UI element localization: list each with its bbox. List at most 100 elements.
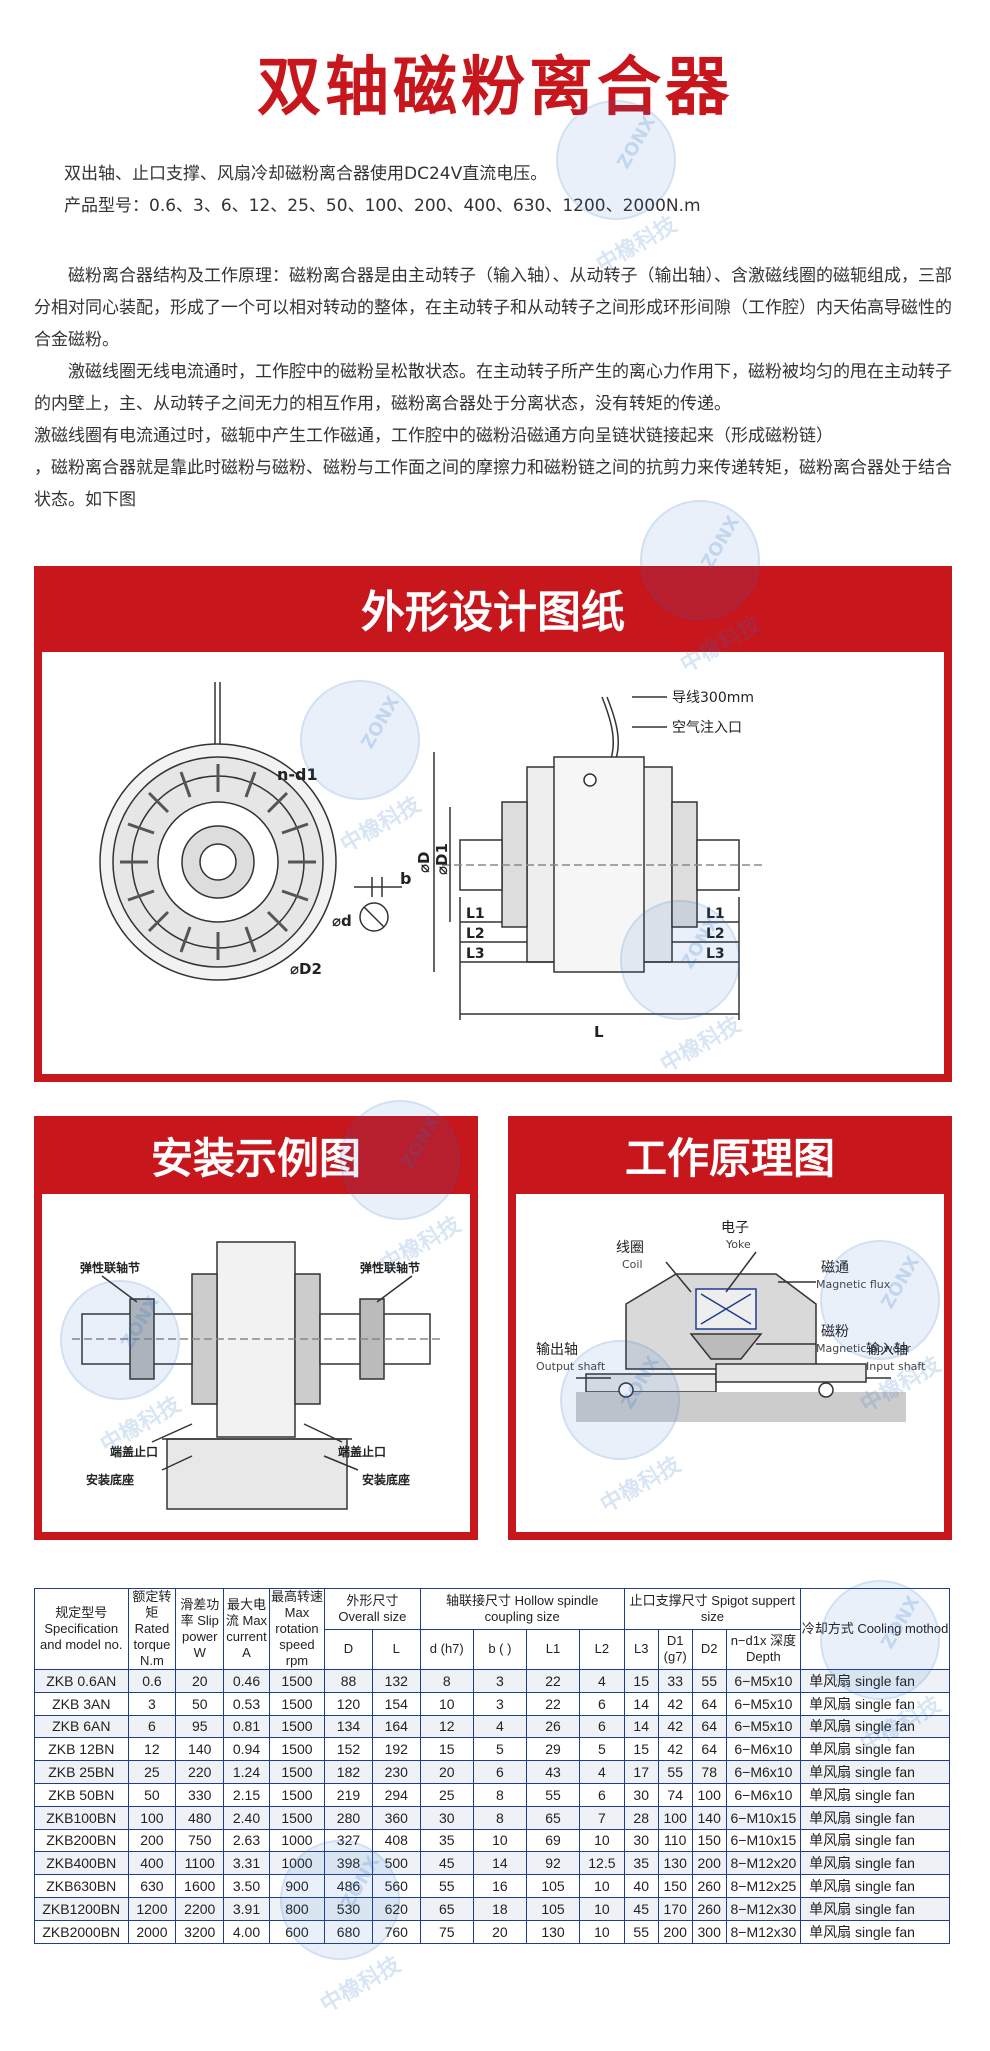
table-cell: 64 — [691, 1714, 727, 1739]
table-cell: 14 — [472, 1851, 527, 1876]
table-cell: 105 — [525, 1896, 581, 1921]
table-cell: 220 — [175, 1760, 225, 1784]
description-paragraph: 激磁线圈无线电流通时，工作腔中的磁粉呈松散状态。在主动转子所产生的离心力作用下，… — [34, 362, 952, 414]
header-L2: L2 — [579, 1628, 625, 1670]
table-cell: 5 — [579, 1737, 625, 1762]
design-drawing-title: 外形设计图纸 — [42, 574, 944, 652]
table-cell: 500 — [371, 1851, 421, 1876]
table-cell: 600 — [268, 1919, 326, 1944]
table-cell: 20 — [472, 1919, 527, 1944]
table-cell: 单风扇 single fan — [800, 1919, 950, 1944]
table-cell: 8−M12x30 — [725, 1919, 802, 1944]
table-cell: 1500 — [268, 1714, 326, 1739]
table-cell: 74 — [657, 1782, 693, 1807]
intro: 双出轴、止口支撑、风扇冷却磁粉离合器使用DC24V直流电压。 产品型号：0.6、… — [64, 158, 944, 222]
header-speed: 最高转速 Max rotation speed rpm — [268, 1588, 326, 1670]
side-view — [433, 696, 762, 1020]
watermark-en: ZONX — [697, 512, 745, 573]
table-cell: 230 — [371, 1760, 421, 1784]
table-cell: 140 — [691, 1805, 727, 1830]
table-cell: 330 — [175, 1782, 225, 1807]
label-base-left: 安装底座 — [86, 1472, 134, 1487]
label-yoke-cn: 电子 — [721, 1220, 749, 1236]
table-cell: 25 — [419, 1782, 474, 1807]
table-cell: 0.46 — [223, 1669, 270, 1693]
label-L1-left: L1 — [466, 906, 485, 922]
table-cell: 1500 — [268, 1782, 326, 1807]
install-drawing: 弹性联轴节 弹性联轴节 端盖止口 端盖止口 安装底座 安装底座 — [42, 1194, 470, 1532]
table-cell: 1500 — [268, 1691, 326, 1716]
table-cell: 3 — [472, 1669, 527, 1693]
table-cell: 6 — [127, 1714, 177, 1739]
table-cell: 0.6 — [127, 1669, 177, 1693]
header-L1: L1 — [525, 1628, 581, 1670]
label-d: ⌀d — [332, 912, 352, 930]
table-cell: 6−M6x10 — [725, 1760, 802, 1784]
table-cell: 55 — [419, 1874, 474, 1898]
table-cell: 2000 — [127, 1919, 177, 1944]
table-cell: 6−M5x10 — [725, 1669, 802, 1693]
header-spigot: 止口支撑尺寸 Spigot suppert size — [623, 1588, 802, 1630]
table-cell: 120 — [324, 1691, 373, 1716]
table-cell: 6 — [579, 1714, 625, 1739]
table-cell: 18 — [472, 1896, 527, 1921]
table-cell: 14 — [623, 1714, 659, 1739]
table-cell: 6−M5x10 — [725, 1691, 802, 1716]
table-cell: 408 — [371, 1828, 421, 1853]
header-overall: 外形尺寸 Overall size — [324, 1588, 421, 1630]
table-cell: 15 — [419, 1737, 474, 1762]
header-nd1: n−d1x 深度Depth — [725, 1628, 802, 1670]
principle-drawing: 电子 Yoke 线圈 Coil 磁通 Magnetic flux 磁粉 Magn… — [516, 1194, 944, 1532]
table-cell: 200 — [657, 1919, 693, 1944]
header-hollow: 轴联接尺寸 Hollow spindle coupling size — [419, 1588, 625, 1630]
label-L3-left: L3 — [466, 946, 485, 962]
install-drawing-svg: 弹性联轴节 弹性联轴节 端盖止口 端盖止口 安装底座 安装底座 — [72, 1241, 442, 1510]
table-cell: 8−M12x25 — [725, 1874, 802, 1898]
table-cell: 760 — [371, 1919, 421, 1944]
table-cell: 8−M12x30 — [725, 1896, 802, 1921]
table-cell: 182 — [324, 1760, 373, 1784]
table-cell: 1000 — [268, 1828, 326, 1853]
table-cell: 单风扇 single fan — [800, 1691, 950, 1716]
table-cell: 3 — [472, 1691, 527, 1716]
header-L3: L3 — [623, 1628, 659, 1670]
table-cell: 630 — [127, 1874, 177, 1898]
table-cell: 2.63 — [223, 1828, 270, 1853]
table-cell: 7 — [579, 1805, 625, 1830]
table-cell: 33 — [657, 1669, 693, 1693]
table-cell: 28 — [623, 1805, 659, 1830]
table-cell: 单风扇 single fan — [800, 1828, 950, 1853]
table-cell: 55 — [623, 1919, 659, 1944]
label-L2-right: L2 — [706, 926, 725, 942]
description: 磁粉离合器结构及工作原理：磁粉离合器是由主动转子（输入轴）、从动转子（输出轴）、… — [34, 260, 964, 516]
label-output-en: Output shaft — [536, 1360, 606, 1373]
table-cell: 8 — [419, 1669, 474, 1693]
table-cell: 10 — [419, 1691, 474, 1716]
table-cell: ZKB630BN — [34, 1874, 129, 1898]
label-base-right: 安装底座 — [362, 1472, 410, 1487]
table-cell: 900 — [268, 1874, 326, 1898]
table-cell: 6−M6x10 — [725, 1737, 802, 1762]
table-cell: 10 — [579, 1874, 625, 1898]
table-cell: 65 — [525, 1805, 581, 1830]
table-cell: 75 — [419, 1919, 474, 1944]
label-input-cn: 输入轴 — [866, 1342, 908, 1358]
table-cell: 4 — [472, 1714, 527, 1739]
principle-section: 工作原理图 电子 Yoke 线圈 — [508, 1116, 952, 1540]
table-cell: 486 — [324, 1874, 373, 1898]
table-cell: 170 — [657, 1896, 693, 1921]
table-cell: 单风扇 single fan — [800, 1805, 950, 1830]
table-cell: 1200 — [127, 1896, 177, 1921]
table-cell: 280 — [324, 1805, 373, 1830]
table-cell: 0.94 — [223, 1737, 270, 1762]
table-cell: 10 — [579, 1896, 625, 1921]
table-cell: 30 — [623, 1828, 659, 1853]
table-cell: 1500 — [268, 1760, 326, 1784]
table-cell: 4 — [579, 1760, 625, 1784]
table-cell: 150 — [657, 1874, 693, 1898]
